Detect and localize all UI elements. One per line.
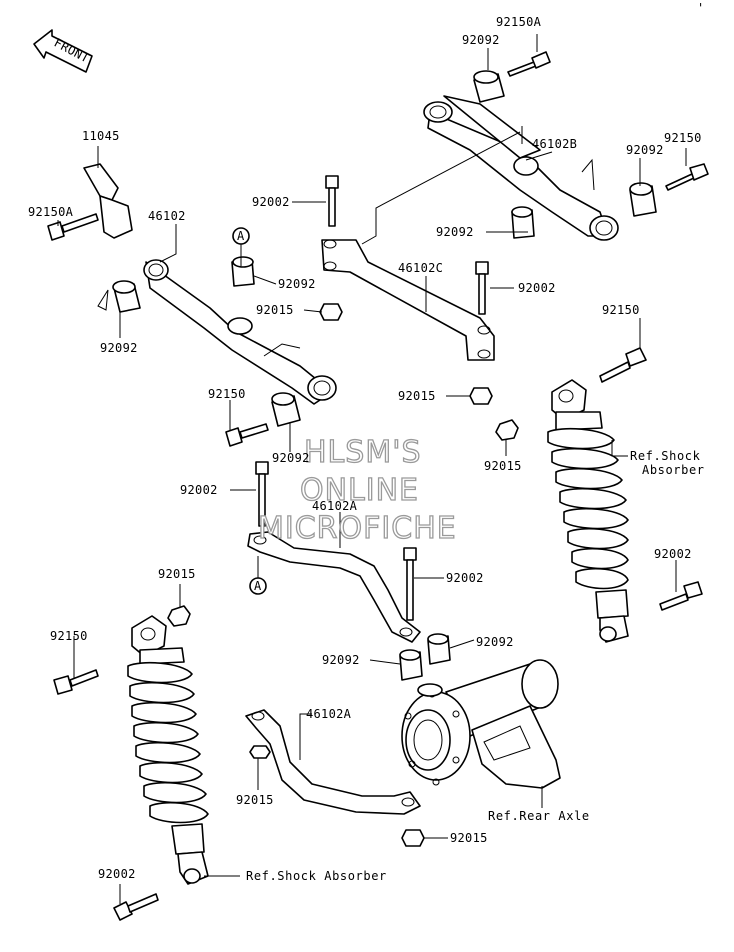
label-46102A-upper: 46102A xyxy=(312,499,358,513)
ref-shock-right-line1: Ref.Shock xyxy=(630,449,701,463)
bolt-92150-mid xyxy=(225,423,269,447)
label-92150-top-right: 92150 xyxy=(664,131,702,145)
bolt-92150-top-right xyxy=(665,163,709,191)
part-labels: 92150A 92092 46102B 92150 92092 11045 92… xyxy=(28,15,702,881)
label-46102C: 46102C xyxy=(398,261,443,275)
label-92150-right: 92150 xyxy=(602,303,640,317)
label-46102: 46102 xyxy=(148,209,186,223)
label-92015-lower-left: 92015 xyxy=(236,793,274,807)
nut-92015-shock xyxy=(495,419,519,441)
label-92015-lower-right: 92015 xyxy=(450,831,488,845)
bushing-92092-left-low xyxy=(399,649,423,681)
label-92092-mid: 92092 xyxy=(278,277,316,291)
bushing-92092-center xyxy=(511,206,535,239)
bolt-92002-top xyxy=(325,175,339,227)
label-11045: 11045 xyxy=(82,129,120,143)
label-92002-bottom: 92002 xyxy=(98,867,136,881)
watermark: HLSM'S ONLINE MICROFICHE xyxy=(257,434,457,546)
nut-92015-left-top xyxy=(167,605,191,627)
label-92092-lower: 92092 xyxy=(272,451,310,465)
bushing-92092-right-low xyxy=(427,633,451,665)
bolt-92150-right xyxy=(599,347,647,383)
label-92092-center: 92092 xyxy=(436,225,474,239)
bracket-11045 xyxy=(83,163,133,239)
label-92002-center-low: 92002 xyxy=(446,571,484,585)
bolt-92002-right-shock xyxy=(659,581,703,611)
nut-92015-lower-left xyxy=(249,745,271,759)
label-92092-top-right: 92092 xyxy=(626,143,664,157)
ref-shock-right-line2: Absorber xyxy=(642,463,705,477)
label-92015-shock: 92015 xyxy=(484,459,522,473)
nut-92015-right xyxy=(469,387,493,405)
label-92015-right: 92015 xyxy=(398,389,436,403)
label-92150-left: 92150 xyxy=(50,629,88,643)
bushing-92092-lower xyxy=(271,392,301,427)
bolt-92002-mid xyxy=(255,461,269,527)
shock-absorber-right xyxy=(547,379,629,643)
bushing-92092-top xyxy=(473,70,505,103)
bolt-92150A-left xyxy=(47,213,99,241)
leader-lines xyxy=(57,34,687,904)
bolt-92002-bottom xyxy=(113,893,159,921)
arm-46102 xyxy=(143,259,337,405)
bushing-92092-top-right xyxy=(629,182,657,217)
label-92002-right: 92002 xyxy=(518,281,556,295)
label-46102B: 46102B xyxy=(532,137,577,151)
svg-text:ONLINE: ONLINE xyxy=(300,473,419,508)
bolt-92002-center-low xyxy=(403,547,417,621)
svg-text:MICROFICHE: MICROFICHE xyxy=(258,511,457,546)
svg-text:HLSM'S: HLSM'S xyxy=(304,435,422,470)
label-92002-mid: 92002 xyxy=(180,483,218,497)
stabilizer-46102A-lower xyxy=(245,709,421,815)
reference-labels: Ref.Shock Absorber Ref.Rear Axle Ref.Sho… xyxy=(246,449,705,883)
callout-marker-a-bottom: A xyxy=(249,556,267,595)
callout-marker-a-top: A xyxy=(232,227,250,266)
arm-46102B xyxy=(423,95,619,241)
bolt-92150A-top xyxy=(507,51,551,77)
bushing-92092-left xyxy=(112,280,141,313)
svg-text:A: A xyxy=(254,579,262,593)
label-92150-mid: 92150 xyxy=(208,387,246,401)
rear-axle-housing xyxy=(401,659,561,789)
front-arrow-icon: FRONT xyxy=(33,29,93,73)
shock-absorber-left xyxy=(127,615,209,885)
bushing-92092-mid xyxy=(231,256,255,287)
svg-text:': ' xyxy=(697,1,705,15)
nut-92015-center xyxy=(319,303,343,321)
label-46102A-lower: 46102A xyxy=(306,707,352,721)
label-92092-bush-r: 92092 xyxy=(476,635,514,649)
svg-text:A: A xyxy=(237,229,245,243)
label-92015-left-top: 92015 xyxy=(158,567,196,581)
nut-92015-lower-right xyxy=(401,829,425,847)
label-92015-center: 92015 xyxy=(256,303,294,317)
label-92092-top: 92092 xyxy=(462,33,500,47)
label-92150A-left: 92150A xyxy=(28,205,74,219)
stabilizer-46102A-upper xyxy=(247,531,421,643)
ref-rear-axle: Ref.Rear Axle xyxy=(488,809,590,823)
rod-46102C xyxy=(321,131,521,361)
bolt-92150-left xyxy=(53,669,99,695)
ref-shock-left: Ref.Shock Absorber xyxy=(246,869,387,883)
label-92002-top: 92002 xyxy=(252,195,290,209)
label-92150A-top: 92150A xyxy=(496,15,542,29)
label-92092-left: 92092 xyxy=(100,341,138,355)
label-92092-bush-l: 92092 xyxy=(322,653,360,667)
label-92002-right-shock: 92002 xyxy=(654,547,692,561)
bolt-92002-right xyxy=(475,261,489,315)
